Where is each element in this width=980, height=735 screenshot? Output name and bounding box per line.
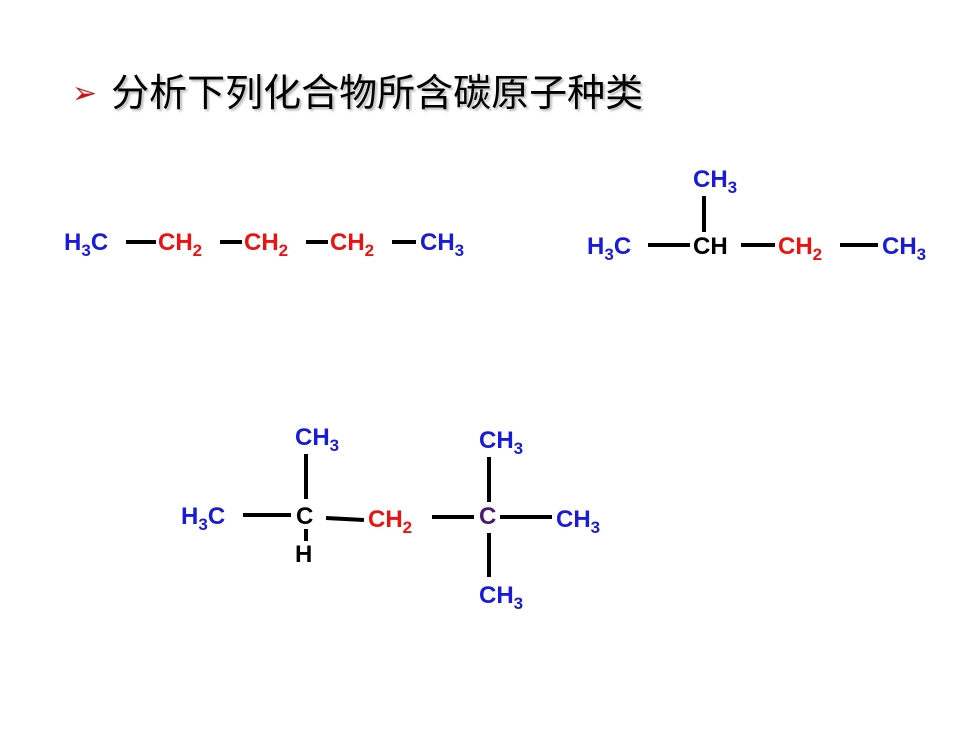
m1-bond-4 — [392, 240, 416, 244]
m3-bond-3 — [432, 515, 474, 519]
m2-atom-c3: CH2 — [778, 233, 823, 264]
slide-title: ➢ 分析下列化合物所含碳原子种类 — [72, 62, 643, 117]
m3-bond-4 — [500, 515, 552, 519]
m3-atom-c2: C — [296, 503, 314, 530]
m3-atom-c4-down: CH3 — [479, 582, 524, 613]
m1-atom-c2: CH2 — [158, 229, 203, 260]
m3-atom-c2-branch: CH3 — [295, 424, 340, 455]
m3-atom-c3: CH2 — [368, 506, 413, 537]
arrow-bullet-icon: ➢ — [72, 77, 98, 110]
m1-bond-3 — [306, 240, 328, 244]
m3-atom-c4: C — [479, 503, 497, 530]
m3-atom-c4-up: CH3 — [479, 427, 524, 458]
m3-bond-1 — [243, 513, 291, 517]
m3-bond-2 — [325, 516, 365, 522]
title-text: 分析下列化合物所含碳原子种类 — [111, 73, 644, 115]
m1-bond-2 — [220, 240, 242, 244]
m1-atom-c3: CH2 — [244, 229, 289, 260]
m3-bond-c2-h — [304, 529, 308, 541]
m3-atom-c4-right: CH3 — [556, 506, 601, 537]
m2-atom-c2: CH — [693, 233, 728, 260]
m2-atom-c1: H3C — [587, 233, 632, 264]
m3-atom-c1: H3C — [181, 503, 226, 534]
m2-bond-branch — [702, 196, 706, 232]
m3-bond-c4-down — [487, 533, 491, 577]
m2-atom-branch: CH3 — [693, 166, 738, 197]
m1-atom-c4: CH2 — [330, 229, 375, 260]
m2-bond-3 — [840, 243, 878, 247]
m2-atom-c4: CH3 — [882, 233, 927, 264]
m1-atom-c5: CH3 — [420, 229, 465, 260]
m1-atom-c1: H3C — [64, 229, 109, 260]
m1-bond-1 — [126, 240, 156, 244]
m3-atom-c2-h: H — [295, 541, 313, 568]
m3-bond-c2-up — [304, 454, 308, 499]
m3-bond-c4-up — [487, 457, 491, 502]
m2-bond-2 — [741, 243, 775, 247]
m2-bond-1 — [648, 243, 690, 247]
